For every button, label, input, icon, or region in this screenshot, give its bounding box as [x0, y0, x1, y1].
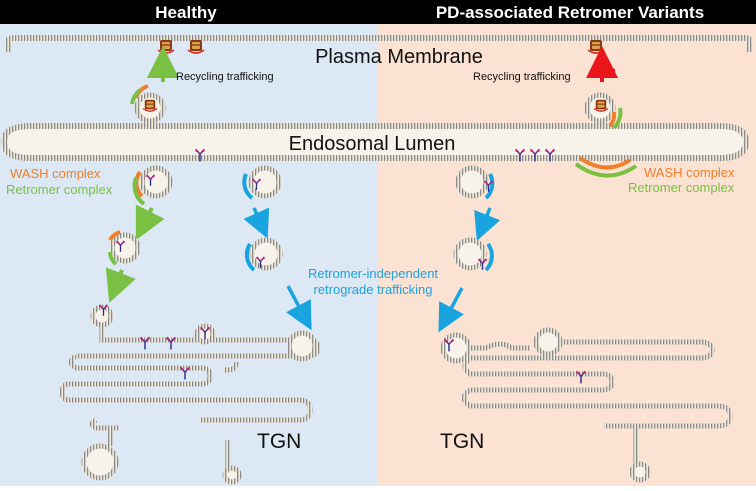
bud-left-1	[132, 165, 173, 206]
plasma-membrane-label: Plasma Membrane	[315, 46, 483, 68]
tgn-right	[440, 327, 733, 483]
question-mark: ?	[608, 65, 616, 80]
recycling-label-right: Recycling trafficking	[473, 71, 571, 83]
vesicle-left-2	[108, 230, 141, 266]
endosome-membrane	[0, 123, 750, 161]
wash-label-left: WASH complex	[10, 166, 101, 181]
healthy-panel-bg	[0, 0, 378, 486]
retrograde-arrow-right-2	[438, 287, 464, 333]
tgn-label-left: TGN	[257, 430, 301, 453]
bud-left-blue	[242, 165, 282, 200]
retromer-arrow-left-2	[105, 267, 136, 303]
tgn-left	[59, 304, 321, 485]
endosomal-lumen-label: Endosomal Lumen	[289, 133, 456, 155]
retromer-arrow-left-1	[135, 204, 165, 241]
recycling-label-left: Recycling trafficking	[176, 71, 274, 83]
retromer-independent-label-2: retrograde trafficking	[314, 282, 433, 297]
vesicle-right-blue	[453, 237, 494, 272]
retromer-independent-label-1: Retromer-independent	[308, 266, 438, 281]
retromer-label-right: Retromer complex	[628, 180, 735, 195]
plasma-membrane	[5, 35, 753, 52]
pd-title: PD-associated Retromer Variants	[436, 3, 704, 22]
retromer-label-left: Retromer complex	[6, 182, 113, 197]
bud-right-blue	[455, 165, 495, 200]
bud-right-wash	[574, 156, 638, 178]
vesicle-left-blue	[244, 237, 283, 272]
retrograde-arrow-left-1	[243, 207, 270, 239]
wash-label-right: WASH complex	[644, 165, 735, 180]
tgn-label-right: TGN	[440, 430, 484, 453]
healthy-title: Healthy	[155, 3, 217, 22]
retrograde-arrow-left-2	[286, 285, 312, 331]
retrograde-arrow-right-1	[474, 207, 501, 241]
header-bar	[0, 0, 756, 24]
